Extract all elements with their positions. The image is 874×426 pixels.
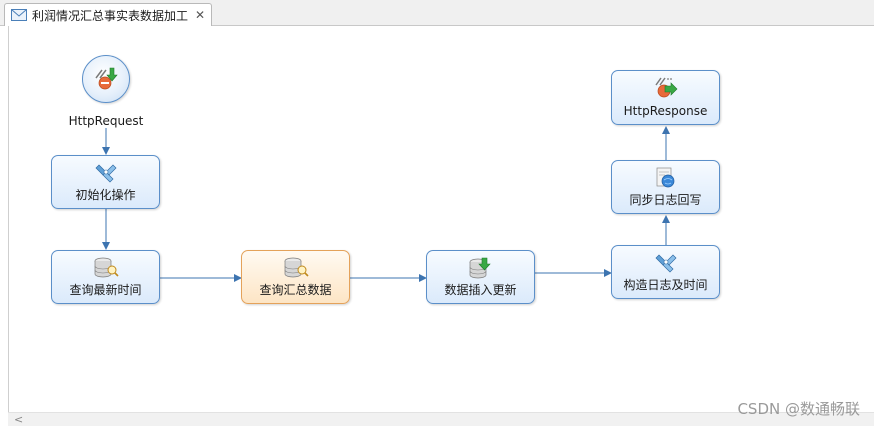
node-build-log-time-label: 构造日志及时间	[623, 278, 708, 292]
puzzle-icon	[95, 164, 116, 183]
node-query-summary-label: 查询汇总数据	[259, 283, 332, 297]
node-sync-log-write-label: 同步日志回写	[629, 193, 702, 207]
puzzle-icon	[655, 254, 676, 273]
tab-close-icon[interactable]: ✕	[195, 8, 206, 22]
watermark: CSDN @数通畅联	[737, 400, 860, 418]
node-init[interactable]: 初始化操作	[51, 155, 160, 209]
node-sync-log-write[interactable]: 同步日志回写	[611, 160, 720, 214]
editor-tab-bar: 利润情况汇总事实表数据加工 ✕	[0, 0, 874, 26]
tab-title: 利润情况汇总事实表数据加工	[32, 8, 189, 23]
database-search-icon	[94, 257, 119, 278]
http-request-label: HttpRequest	[68, 114, 144, 128]
node-query-summary[interactable]: 查询汇总数据	[241, 250, 350, 304]
database-search-icon	[284, 257, 309, 278]
http-response-icon	[654, 77, 677, 98]
database-insert-icon	[469, 257, 491, 279]
envelope-icon	[11, 9, 27, 21]
node-http-response-label: HttpResponse	[623, 104, 708, 118]
editor-tab[interactable]: 利润情况汇总事实表数据加工 ✕	[4, 3, 212, 26]
node-http-response[interactable]: HttpResponse	[611, 70, 720, 125]
node-insert-update-label: 数据插入更新	[444, 283, 517, 297]
node-insert-update[interactable]: 数据插入更新	[426, 250, 535, 304]
http-request-icon	[95, 67, 118, 90]
log-globe-icon	[656, 167, 674, 188]
horizontal-scrollbar[interactable]: <	[8, 412, 874, 426]
http-request-start-node[interactable]	[82, 55, 130, 103]
node-query-latest-time[interactable]: 查询最新时间	[51, 250, 160, 304]
node-init-label: 初始化操作	[75, 188, 136, 202]
scroll-left-arrow-icon[interactable]: <	[14, 413, 24, 426]
node-build-log-time[interactable]: 构造日志及时间	[611, 245, 720, 299]
flow-canvas[interactable]	[8, 26, 874, 412]
node-query-latest-time-label: 查询最新时间	[69, 283, 142, 297]
